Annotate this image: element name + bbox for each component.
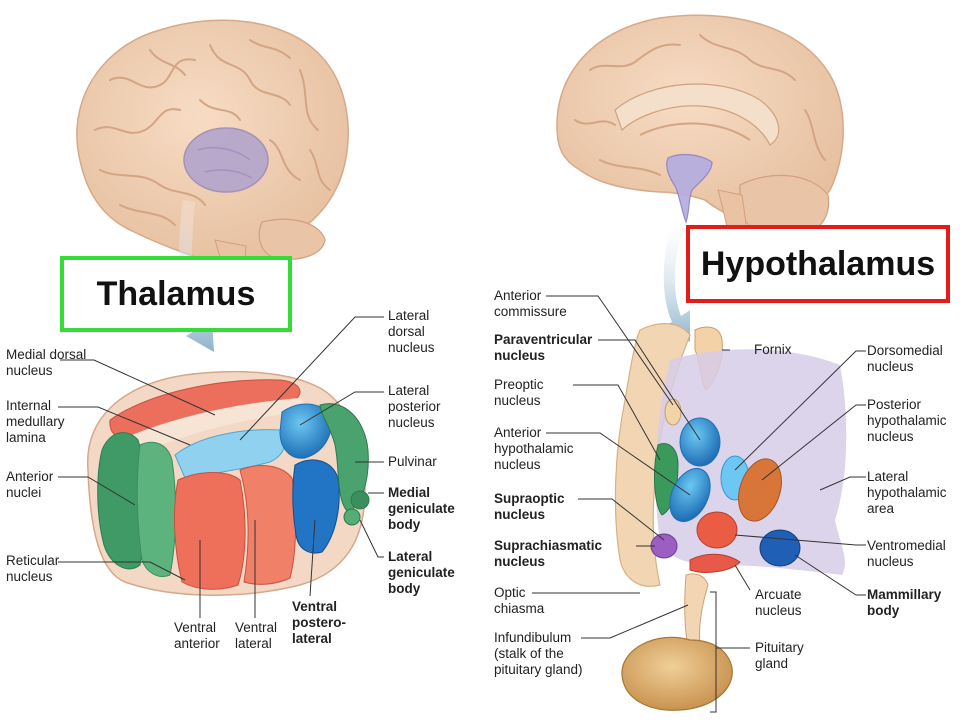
label-optic-chiasma: Optic chiasma bbox=[494, 585, 545, 616]
label-ventral-posterolateral: Ventral postero- lateral bbox=[292, 599, 346, 646]
label-lateral-dorsal-nucleus: Lateral dorsal nucleus bbox=[388, 308, 435, 355]
left-brain-illustration bbox=[76, 19, 349, 299]
label-paraventricular-nucleus: Paraventricular nucleus bbox=[494, 332, 593, 363]
thalamus-title-box: Thalamus bbox=[60, 256, 292, 332]
thalamus-detail bbox=[87, 370, 370, 596]
label-internal-medullary-lamina: Internal medullary lamina bbox=[6, 398, 65, 445]
label-medial-geniculate-body: Medial geniculate body bbox=[388, 485, 455, 532]
label-fornix: Fornix bbox=[754, 342, 792, 357]
hypothalamus-arrow bbox=[662, 220, 690, 342]
label-pituitary-gland: Pituitary gland bbox=[755, 640, 804, 671]
label-pulvinar: Pulvinar bbox=[388, 454, 437, 469]
label-ventral-lateral: Ventral lateral bbox=[235, 620, 278, 651]
label-reticular-nucleus: Reticular nucleus bbox=[6, 553, 60, 584]
label-lateral-posterior-nucleus: Lateral posterior nucleus bbox=[388, 383, 441, 430]
label-anterior-nuclei: Anterior nuclei bbox=[6, 469, 54, 500]
label-ventral-anterior: Ventral anterior bbox=[174, 620, 220, 651]
label-mammillary-body: Mammillary body bbox=[867, 587, 942, 618]
label-supraoptic-nucleus: Supraoptic nucleus bbox=[494, 491, 565, 522]
hypothalamus-title-box: Hypothalamus bbox=[686, 225, 950, 303]
label-anterior-hypothalamic-nucleus: Anterior hypothalamic nucleus bbox=[494, 425, 574, 472]
label-lateral-geniculate-body: Lateral geniculate body bbox=[388, 549, 455, 596]
label-preoptic-nucleus: Preoptic nucleus bbox=[494, 377, 544, 408]
label-arcuate-nucleus: Arcuate nucleus bbox=[755, 587, 802, 618]
label-infundibulum: Infundibulum (stalk of the pituitary gla… bbox=[494, 630, 583, 677]
label-posterior-hypothalamic-nucleus: Posterior hypothalamic nucleus bbox=[867, 397, 947, 444]
hypothalamus-leader-lines bbox=[532, 295, 866, 649]
thalamus-leader-lines bbox=[58, 316, 384, 618]
hypothalamus-title: Hypothalamus bbox=[700, 244, 936, 283]
thalamus-title: Thalamus bbox=[96, 274, 256, 313]
label-lateral-hypothalamic-area: Lateral hypothalamic area bbox=[867, 469, 947, 516]
label-medial-dorsal-nucleus: Medial dorsal nucleus bbox=[6, 347, 87, 378]
label-suprachiasmatic-nucleus: Suprachiasmatic nucleus bbox=[494, 538, 603, 569]
label-dorsomedial-nucleus: Dorsomedial nucleus bbox=[867, 343, 943, 374]
label-ventromedial-nucleus: Ventromedial nucleus bbox=[867, 538, 946, 569]
hypothalamus-detail bbox=[614, 323, 847, 713]
label-anterior-commissure: Anterior commissure bbox=[494, 288, 567, 319]
thalamus-arrow bbox=[179, 200, 214, 352]
